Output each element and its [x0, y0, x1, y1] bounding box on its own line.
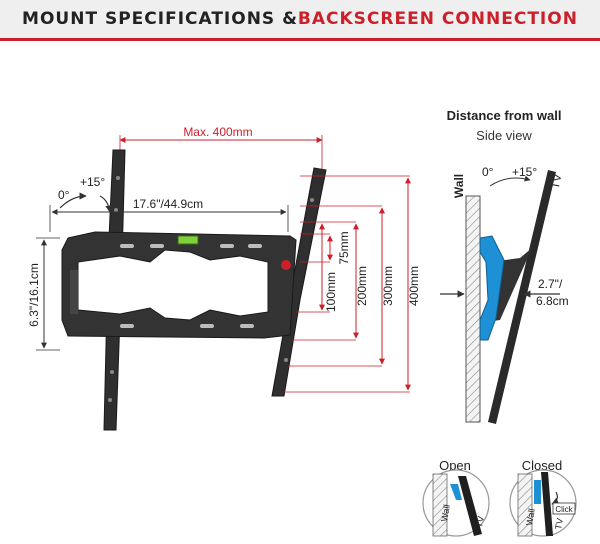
- release-knob: [281, 260, 291, 270]
- lock-state-closed: Closed Click Wall TV: [509, 458, 577, 537]
- width-dimension: 17.6"/44.9cm: [49, 197, 289, 232]
- vesa-75-label: 75mm: [337, 231, 351, 264]
- open-label: Open: [439, 458, 471, 473]
- height-label: 6.3"/16.1cm: [27, 263, 41, 327]
- vesa-300-label: 300mm: [381, 266, 395, 306]
- open-wall-label: Wall: [439, 504, 452, 523]
- wall-section: [465, 195, 481, 423]
- side-view-title: Distance from wall: [447, 108, 562, 123]
- tilt-zero-label: 0°: [58, 188, 70, 202]
- side-wall-label: Wall: [452, 174, 466, 198]
- side-tilt-up: +15°: [512, 165, 537, 179]
- page-header: MOUNT SPECIFICATIONS & BACKSCREEN CONNEC…: [0, 0, 600, 41]
- open-tv-label: TV: [474, 515, 486, 528]
- tilt-indicator: +15° 0°: [58, 175, 113, 213]
- closed-label: Closed: [522, 458, 562, 473]
- tv-panel-side: [488, 170, 556, 424]
- side-view-subtitle: Side view: [476, 128, 532, 143]
- vesa-dimensions: 75mm 100mm 200mm 300mm 400mm: [284, 175, 421, 393]
- closed-wall-label: Wall: [524, 508, 537, 527]
- side-tilt-zero: 0°: [482, 165, 494, 179]
- header-title-part2: BACKSCREEN CONNECTION: [297, 9, 578, 29]
- width-label: 17.6"/44.9cm: [133, 197, 203, 211]
- header-title-part1: MOUNT SPECIFICATIONS &: [22, 9, 298, 29]
- max-width-label: Max. 400mm: [183, 125, 252, 139]
- click-label: Click: [555, 505, 573, 514]
- vesa-400-label: 400mm: [407, 266, 421, 306]
- height-dimension: 6.3"/16.1cm: [27, 237, 60, 351]
- tilt-up-label: +15°: [80, 175, 105, 189]
- lock-state-open: Open Wall TV: [422, 458, 490, 537]
- distance-line1: 2.7"/: [538, 277, 563, 291]
- vesa-200-label: 200mm: [355, 266, 369, 306]
- distance-line2: 6.8cm: [536, 294, 569, 308]
- side-view: Distance from wall Side view Wall 0° +15…: [440, 108, 569, 424]
- vesa-100-label: 100mm: [324, 272, 338, 312]
- spirit-level: [177, 235, 199, 245]
- closed-tv-label: TV: [553, 517, 565, 530]
- bracket-front-view: Max. 400mm: [61, 125, 327, 431]
- blue-clamp: [479, 235, 505, 341]
